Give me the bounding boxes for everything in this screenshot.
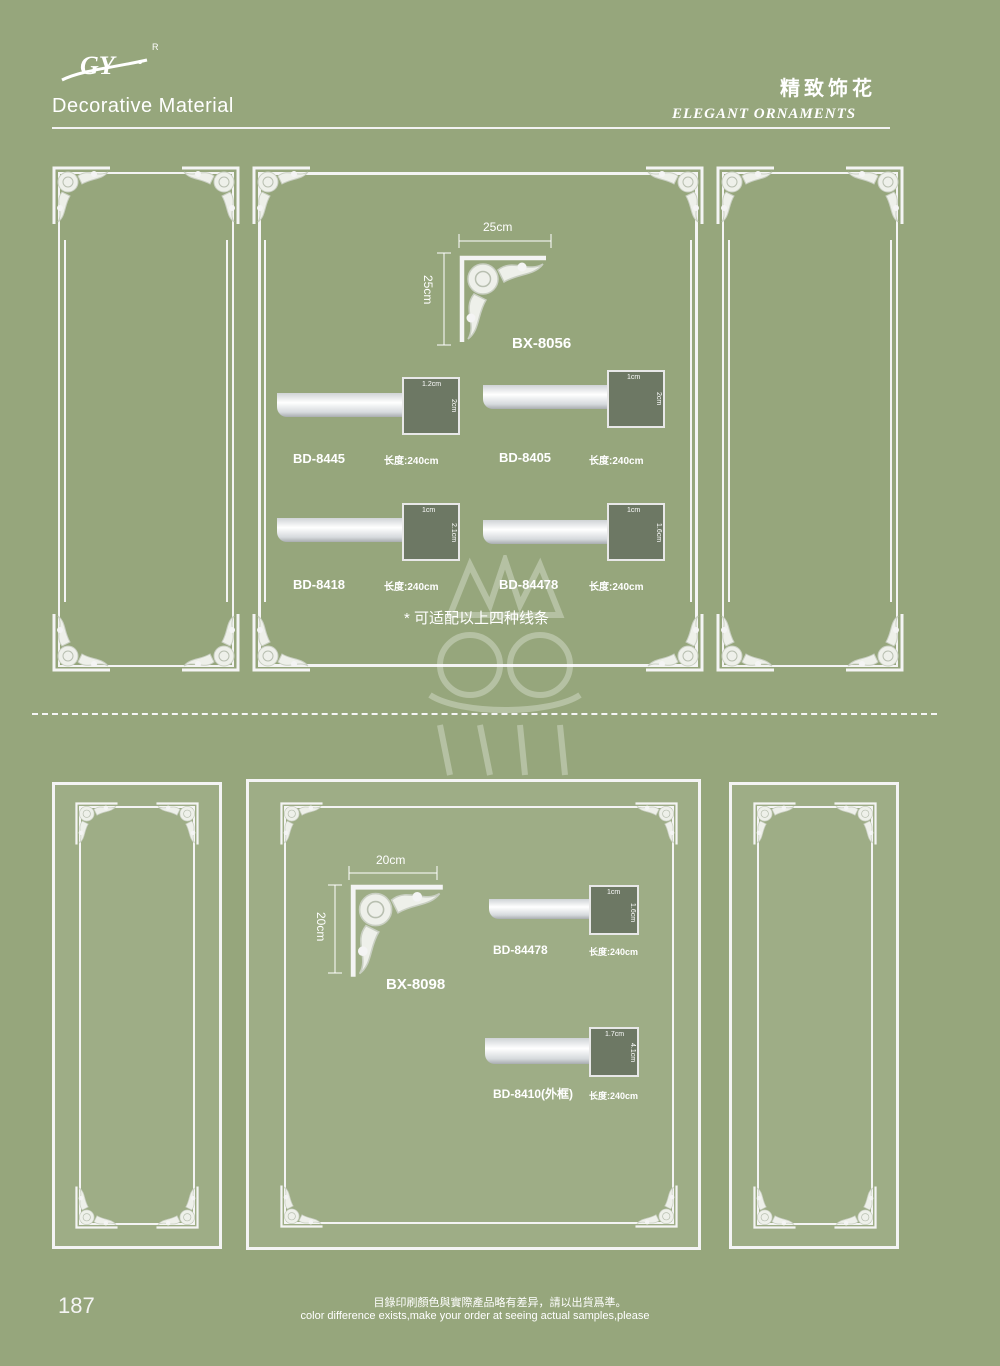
corner-ornament-icon	[252, 612, 312, 672]
top-left-panel	[58, 172, 234, 667]
bx-8098-ornament-icon	[350, 884, 446, 980]
moulding-bd-84478	[489, 899, 591, 919]
moulding-code: BD-84478	[493, 943, 548, 957]
page-number: 187	[58, 1293, 95, 1318]
corner-width-label: 25cm	[483, 220, 513, 234]
english-title: ELEGANT ORNAMENTS	[672, 106, 857, 122]
profile-box: 1.7cm 4.1cm	[589, 1027, 639, 1077]
moulding-length: 长度:240cm	[589, 582, 644, 593]
dimension-line-horizontal	[348, 866, 438, 880]
moulding-code: BD-8418	[293, 577, 346, 592]
corner-ornament-icon	[716, 166, 776, 226]
moulding-bd-84478	[483, 520, 609, 544]
corner-ornament-icon	[52, 612, 112, 672]
chinese-title: 精致饰花	[780, 76, 876, 100]
corner-ornament-icon	[844, 612, 904, 672]
moulding-length: 长度:240cm	[384, 456, 439, 467]
moulding-code: BD-8410(外框)	[493, 1087, 574, 1101]
corner-ornament-icon	[155, 1185, 199, 1229]
top-center-panel	[258, 172, 698, 667]
crown-watermark-icon	[428, 555, 582, 776]
corner-ornament-icon	[634, 802, 678, 846]
corner-ornament-icon	[644, 612, 704, 672]
top-right-panel-inner	[728, 240, 892, 602]
profile-box: 1cm 1.6cm	[607, 503, 665, 561]
corner-ornament-icon	[753, 1185, 797, 1229]
moulding-length: 长度:240cm	[589, 456, 644, 467]
corner-ornament-icon	[52, 166, 112, 226]
moulding-code: BD-8445	[293, 451, 346, 466]
corner-height-label: 20cm	[314, 912, 328, 942]
section-divider	[32, 713, 937, 715]
brand-name: Decorative Material	[52, 95, 234, 117]
moulding-bd-8410	[485, 1038, 591, 1064]
bx-8056-ornament-icon	[458, 255, 550, 345]
svg-text:R: R	[152, 42, 159, 52]
moulding-length: 长度:240cm	[589, 947, 639, 957]
profile-box: 1cm 1.6cm	[589, 885, 639, 935]
moulding-bd-8405	[483, 385, 609, 409]
dimension-line-vertical	[328, 884, 342, 974]
corner-ornament-icon	[252, 166, 312, 226]
corner-ornament-icon	[155, 802, 199, 846]
corner-ornament-icon	[280, 1184, 324, 1228]
corner-ornament-icon	[280, 802, 324, 846]
dimension-line-vertical	[437, 252, 451, 346]
bottom-center-outer-frame	[246, 779, 701, 1250]
corner-ornament-icon	[753, 802, 797, 846]
compatibility-note: * 可适配以上四种线条	[404, 610, 550, 627]
bottom-center-inner-frame	[284, 806, 674, 1224]
top-center-panel-inner	[264, 240, 692, 602]
corner-width-label: 20cm	[376, 853, 406, 867]
corner-ornament-icon	[180, 612, 240, 672]
profile-box: 1cm 2cm	[607, 370, 665, 428]
corner-ornament-icon	[75, 1185, 119, 1229]
top-right-panel	[722, 172, 898, 667]
profile-box: 1.2cm 2cm	[402, 377, 460, 435]
corner-ornament-icon	[844, 166, 904, 226]
bottom-left-inner-frame	[79, 806, 195, 1225]
corner-code: BX-8098	[386, 976, 446, 993]
corner-ornament-icon	[75, 802, 119, 846]
corner-ornament-icon	[644, 166, 704, 226]
corner-height-label: 25cm	[421, 275, 435, 305]
bottom-right-inner-frame	[757, 806, 873, 1225]
corner-ornament-icon	[634, 1184, 678, 1228]
dimension-line-horizontal	[458, 234, 552, 248]
footer-disclaimer-cn: 目錄印刷顏色與實際產品略有差异，請以出貨爲準。	[373, 1297, 627, 1309]
header-rule	[52, 127, 890, 129]
corner-code: BX-8056	[512, 335, 572, 352]
corner-ornament-icon	[180, 166, 240, 226]
corner-ornament-icon	[716, 612, 776, 672]
profile-box: 1cm 2.1cm	[402, 503, 460, 561]
svg-text:GY: GY	[80, 51, 117, 80]
moulding-length: 长度:240cm	[384, 582, 439, 593]
moulding-bd-8418	[277, 518, 403, 542]
moulding-length: 长度:240cm	[589, 1091, 639, 1101]
moulding-code: BD-8405	[499, 450, 552, 465]
corner-ornament-icon	[833, 1185, 877, 1229]
corner-ornament-icon	[833, 802, 877, 846]
gy-logo: GY R	[61, 42, 159, 82]
moulding-bd-8445	[277, 393, 403, 417]
top-left-panel-inner	[64, 240, 228, 602]
footer-disclaimer-en: color difference exists,make your order …	[300, 1310, 650, 1322]
moulding-code: BD-84478	[499, 577, 559, 592]
